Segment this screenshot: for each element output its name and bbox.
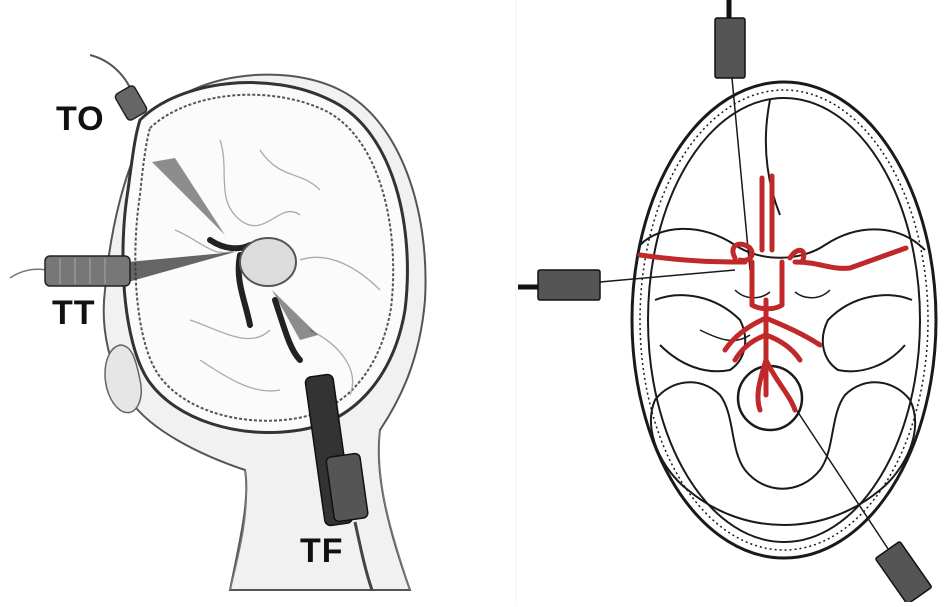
label-tt: TT xyxy=(52,296,96,330)
probe-tt xyxy=(10,256,130,286)
foramen-magnum xyxy=(738,366,802,430)
label-tf: TF xyxy=(300,534,344,568)
probe-bottom xyxy=(875,541,932,602)
probe-left xyxy=(518,270,600,300)
probe-top xyxy=(715,0,745,78)
right-panel-axial-skull xyxy=(518,0,936,602)
skull-outer xyxy=(632,82,936,558)
willis-region xyxy=(240,238,296,286)
label-to: TO xyxy=(56,102,105,136)
